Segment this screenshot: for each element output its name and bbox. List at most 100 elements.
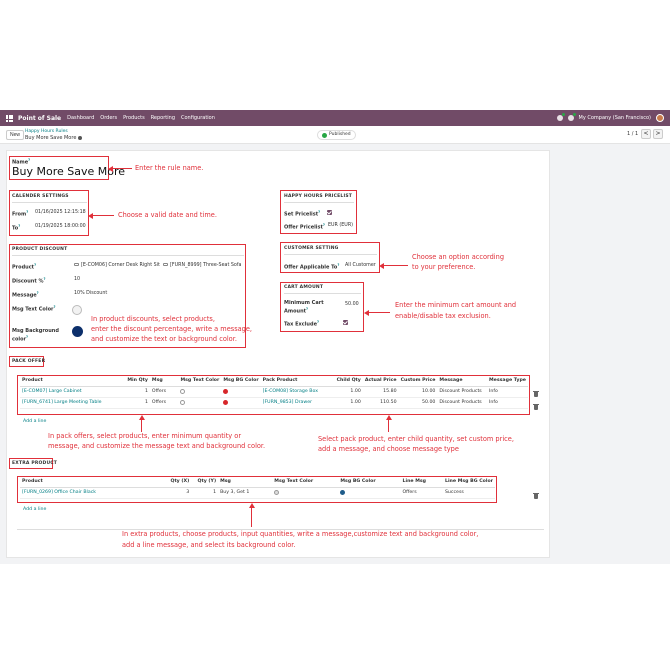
trash-icon[interactable]: [533, 403, 539, 410]
table-row[interactable]: [FURN_0269] Office Chair Black 3 1 Buy 3…: [20, 487, 495, 499]
extra-cell-bg-color[interactable]: [338, 487, 401, 499]
pricelist-box: [280, 190, 357, 234]
col-header[interactable]: Pack Product: [260, 376, 335, 387]
tax-exclude-checkbox[interactable]: [343, 320, 348, 325]
col-header[interactable]: Message: [437, 376, 487, 387]
pack-cell-bg-color[interactable]: [221, 397, 261, 409]
set-pricelist-checkbox[interactable]: [327, 210, 332, 215]
col-header[interactable]: Product: [20, 477, 166, 488]
extra-cell-text-color[interactable]: [272, 487, 339, 499]
color-swatch: [274, 489, 280, 495]
col-header[interactable]: Child Qty: [334, 376, 363, 387]
divider: [284, 202, 354, 203]
app-brand[interactable]: Point of Sale: [18, 114, 62, 122]
from-date-input[interactable]: 01/16/2025 12:15:18: [35, 210, 86, 215]
pack-offer-section-title: PACK OFFER: [12, 359, 46, 364]
pack-cell-pack-product[interactable]: [FURN_9853] Drawer: [260, 397, 335, 409]
color-swatch: [223, 399, 229, 405]
pack-cell-message-type[interactable]: Info: [487, 386, 528, 398]
cart-section-title: CART AMOUNT: [284, 285, 324, 290]
calendar-section-title: CALENDER SETTINGS: [12, 194, 69, 199]
offer-applicable-select[interactable]: All Customer: [345, 263, 376, 268]
extra-cell-line-msg[interactable]: Offers: [400, 487, 443, 499]
annotation-customer-1: Choose an option according: [412, 253, 505, 261]
col-header[interactable]: Msg BG Color: [221, 376, 261, 387]
table-row[interactable]: [FURN_6741] Large Meeting Table 1 Offers…: [20, 397, 528, 409]
pack-cell-msg[interactable]: Offers: [149, 386, 179, 398]
pack-cell-child-qty[interactable]: 1.00: [334, 397, 363, 409]
menu-dashboard[interactable]: Dashboard: [67, 115, 95, 121]
pack-cell-pack-product[interactable]: [E-COM08] Storage Box: [260, 386, 335, 398]
col-header[interactable]: Qty (X): [165, 477, 192, 488]
col-header[interactable]: Msg BG Color: [338, 477, 401, 488]
pack-add-line-link[interactable]: Add a line: [23, 419, 47, 424]
pack-cell-actual-price[interactable]: 110.50: [362, 397, 399, 409]
pack-cell-text-color[interactable]: [178, 386, 222, 398]
pack-cell-child-qty[interactable]: 1.00: [334, 386, 363, 398]
col-header[interactable]: Custom Price: [398, 376, 438, 387]
pager-next-button[interactable]: >: [653, 129, 663, 139]
customer-section-title: CUSTOMER SETTING: [284, 246, 339, 251]
pack-cell-msg[interactable]: Offers: [149, 397, 179, 409]
pack-cell-product[interactable]: [FURN_6741] Large Meeting Table: [20, 397, 125, 409]
col-header[interactable]: Min Qty: [124, 376, 150, 387]
product-tag[interactable]: [FURN_8999] Three-Seat Sofa: [163, 263, 242, 268]
pack-cell-message[interactable]: Discount Products: [437, 397, 487, 409]
extra-cell-line-bg[interactable]: Success: [442, 487, 495, 499]
pager-prev-button[interactable]: <: [641, 129, 651, 139]
gear-icon[interactable]: [78, 135, 83, 140]
chat-icon[interactable]: [556, 113, 565, 121]
menu-products[interactable]: Products: [123, 115, 145, 121]
col-header[interactable]: Product: [20, 376, 125, 387]
offer-pricelist-input[interactable]: EUR (EUR): [328, 223, 354, 228]
breadcrumb[interactable]: Happy Hours Rules: [25, 129, 68, 134]
col-header[interactable]: Msg Text Color: [272, 477, 339, 488]
from-label: From?: [12, 210, 29, 218]
trash-icon[interactable]: [533, 390, 539, 397]
menu-reporting[interactable]: Reporting: [150, 115, 175, 121]
discount-percent-input[interactable]: 10: [74, 277, 81, 282]
pack-cell-min-qty[interactable]: 1: [124, 397, 150, 409]
apps-grid-icon[interactable]: [6, 114, 13, 122]
avatar[interactable]: [656, 114, 664, 122]
min-cart-input[interactable]: 50.00: [345, 302, 359, 307]
company-switcher[interactable]: My Company (San Francisco): [578, 115, 652, 121]
msg-bg-color-picker[interactable]: [72, 326, 83, 337]
col-header[interactable]: Msg: [218, 477, 273, 488]
activity-clock-icon[interactable]: [567, 113, 576, 121]
rule-name-input[interactable]: Buy More Save More: [12, 165, 126, 178]
menu-configuration[interactable]: Configuration: [181, 115, 215, 121]
col-header[interactable]: Msg: [149, 376, 179, 387]
col-header[interactable]: Msg Text Color: [178, 376, 222, 387]
pack-cell-custom-price[interactable]: 50.00: [398, 397, 438, 409]
extra-cell-qty-x[interactable]: 3: [165, 487, 192, 499]
pack-cell-min-qty[interactable]: 1: [124, 386, 150, 398]
pack-cell-custom-price[interactable]: 10.00: [398, 386, 438, 398]
extra-cell-qty-y[interactable]: 1: [191, 487, 219, 499]
table-row[interactable]: [E-COM07] Large Cabinet 1 Offers [E-COM0…: [20, 386, 528, 398]
trash-icon[interactable]: [533, 492, 539, 499]
col-header[interactable]: Message Type: [487, 376, 528, 387]
msg-text-color-picker[interactable]: [72, 305, 82, 315]
pack-cell-message[interactable]: Discount Products: [437, 386, 487, 398]
product-tag[interactable]: [E-COM06] Corner Desk Right Sit: [74, 263, 160, 268]
pack-cell-message-type[interactable]: Info: [487, 397, 528, 409]
pager-value[interactable]: 1 / 1: [627, 131, 639, 137]
to-date-input[interactable]: 01/19/2025 18:00:00: [35, 224, 86, 229]
new-button[interactable]: New: [6, 130, 25, 140]
extra-add-line-link[interactable]: Add a line: [23, 507, 47, 512]
top-navbar: Point of Sale Dashboard Orders Products …: [0, 110, 670, 126]
pack-cell-text-color[interactable]: [178, 397, 222, 409]
col-header[interactable]: Qty (Y): [191, 477, 219, 488]
extra-cell-product[interactable]: [FURN_0269] Office Chair Black: [20, 487, 166, 499]
pack-cell-bg-color[interactable]: [221, 386, 261, 398]
pack-cell-product[interactable]: [E-COM07] Large Cabinet: [20, 386, 125, 398]
col-header[interactable]: Line Msg BG Color: [442, 477, 495, 488]
col-header[interactable]: Line Msg: [400, 477, 443, 488]
message-input[interactable]: 10% Discount: [74, 291, 108, 296]
pack-cell-actual-price[interactable]: 15.80: [362, 386, 399, 398]
published-toggle[interactable]: Published: [317, 130, 356, 140]
extra-cell-msg[interactable]: Buy 3, Get 1: [218, 487, 273, 499]
col-header[interactable]: Actual Price: [362, 376, 399, 387]
menu-orders[interactable]: Orders: [100, 115, 118, 121]
